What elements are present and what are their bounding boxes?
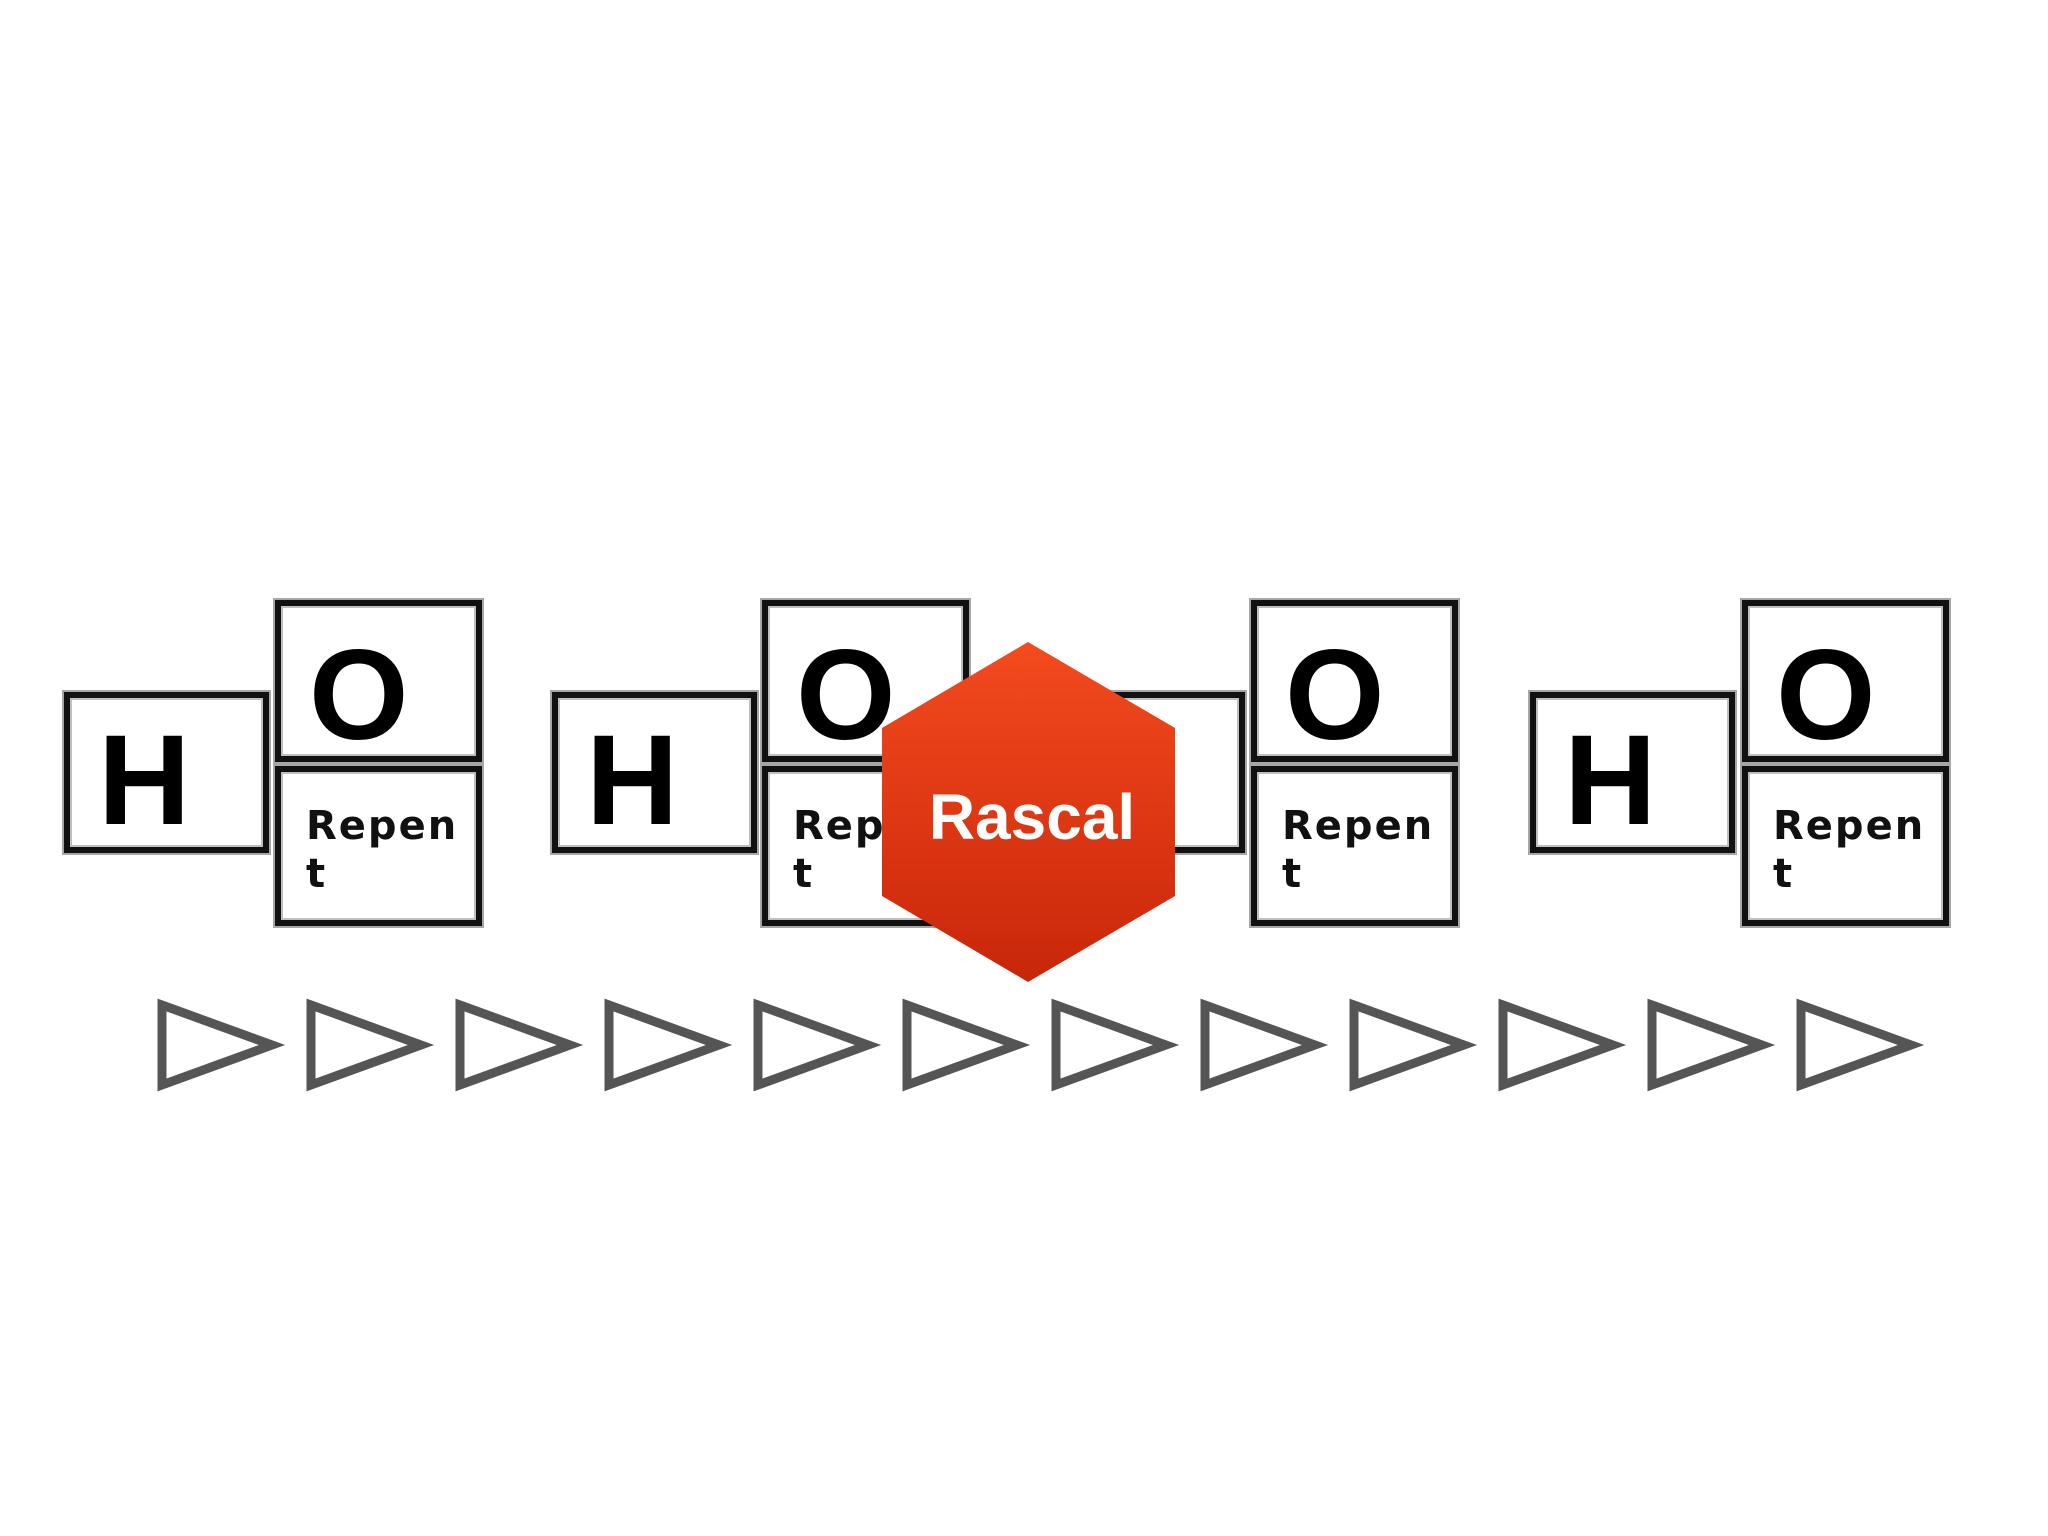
oxygen-symbol: O	[309, 624, 409, 767]
hydrogen-box-4: H	[1530, 692, 1735, 853]
repent-box-1: Repent	[275, 766, 482, 926]
arrow-triangle-icon	[604, 998, 733, 1092]
arrow-triangle-icon	[1051, 998, 1180, 1092]
arrow-triangle-icon	[902, 998, 1031, 1092]
arrow-triangle-icon	[306, 998, 435, 1092]
repent-box-4: Repent	[1742, 766, 1949, 926]
arrow-triangle-icon	[1796, 998, 1925, 1092]
arrow-triangle-icon	[1200, 998, 1329, 1092]
hydrogen-symbol: H	[1564, 709, 1657, 852]
hydrogen-symbol: H	[586, 709, 679, 852]
arrow-triangle-icon	[455, 998, 584, 1092]
arrow-triangle-icon	[1647, 998, 1776, 1092]
rascal-label: Rascal	[928, 781, 1136, 853]
arrow-triangle-icon	[1349, 998, 1478, 1092]
oxygen-box-2: O	[762, 600, 969, 762]
repent-label: Repent	[306, 803, 459, 897]
hexagon-shape	[882, 642, 1175, 982]
repent-label: Repent	[1773, 803, 1926, 897]
oxygen-box-4: O	[1742, 600, 1949, 762]
arrow-triangle-icon	[157, 998, 286, 1092]
oxygen-box-3: O	[1251, 600, 1458, 762]
hydrogen-symbol: H	[98, 709, 191, 852]
oxygen-box-1: O	[275, 600, 482, 762]
oxygen-symbol: O	[1285, 624, 1385, 767]
oxygen-symbol: O	[1776, 624, 1876, 767]
repent-box-3: Repent	[1251, 766, 1458, 926]
arrow-triangle-icon	[753, 998, 882, 1092]
hydrogen-box-1: H	[64, 692, 269, 853]
arrow-triangle-icon	[1498, 998, 1627, 1092]
oxygen-symbol: O	[796, 624, 896, 767]
repent-label: Repent	[1282, 803, 1435, 897]
hydrogen-box-2: H	[552, 692, 757, 853]
